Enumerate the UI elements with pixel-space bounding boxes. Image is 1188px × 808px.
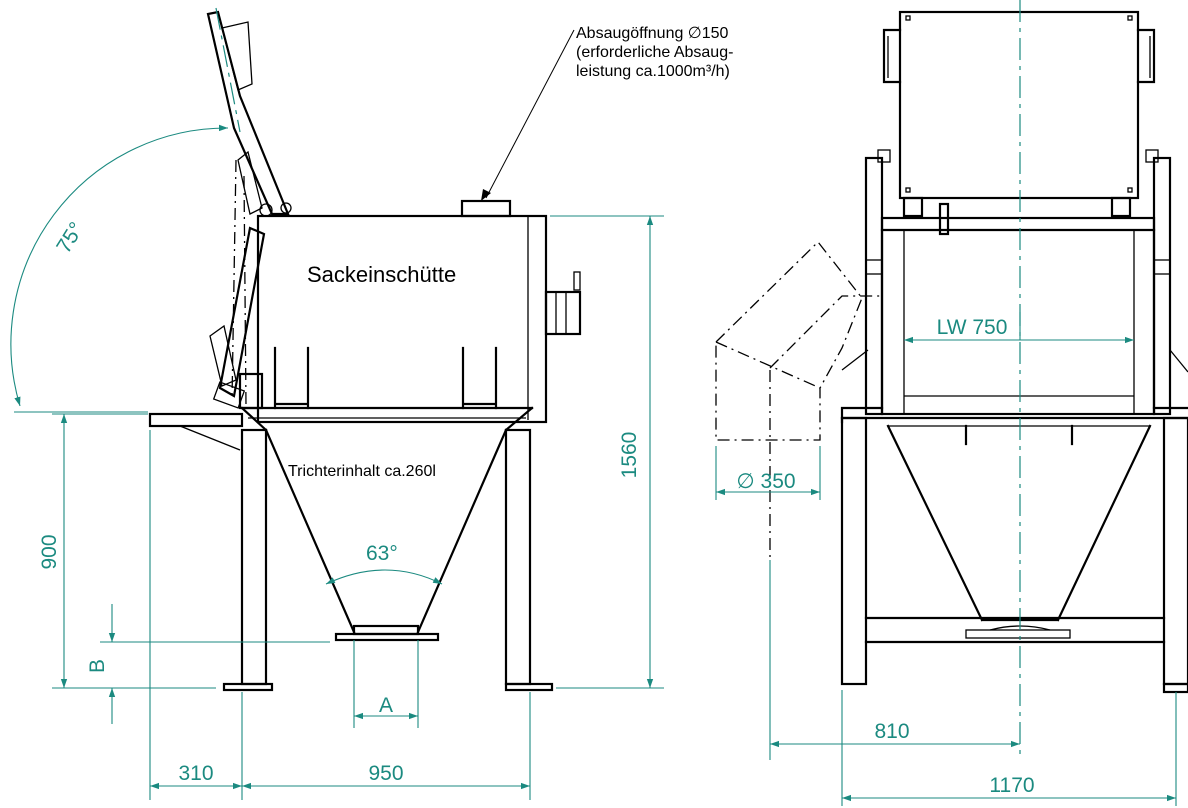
hopper-box bbox=[256, 214, 548, 424]
front-lid bbox=[898, 10, 1140, 200]
dim-pipe-diameter: ∅ 350 bbox=[736, 470, 795, 493]
front-leg-right bbox=[1162, 416, 1188, 686]
dim-inner-width: LW 750 bbox=[937, 316, 1008, 339]
pipe-branch bbox=[715, 241, 863, 441]
front-leg-left bbox=[840, 416, 868, 686]
dim-table-overhang: 310 bbox=[178, 762, 213, 785]
dim-lid-angle: 75° bbox=[52, 218, 88, 257]
dim-frame-width: 950 bbox=[368, 762, 403, 785]
suction-nozzle bbox=[460, 199, 512, 218]
side-table bbox=[148, 412, 244, 428]
dim-outlet-width: A bbox=[379, 694, 393, 717]
side-flange bbox=[544, 290, 582, 336]
dim-center-offset: 810 bbox=[874, 720, 909, 743]
dim-total-width: 1170 bbox=[989, 774, 1034, 797]
side-labels: Sackeinschütte Trichterinhalt ca.260l Ab… bbox=[288, 25, 733, 480]
dim-outlet-height: B bbox=[86, 659, 109, 673]
funnel bbox=[264, 428, 508, 634]
dim-table-height: 900 bbox=[38, 534, 61, 569]
label-suction-3: leistung ca.1000m³/h) bbox=[576, 63, 730, 80]
label-funnel-volume: Trichterinhalt ca.260l bbox=[288, 463, 436, 480]
dim-total-height: 1560 bbox=[618, 432, 641, 479]
leg-left bbox=[240, 428, 268, 686]
dim-funnel-angle: 63° bbox=[366, 542, 398, 565]
front-funnel bbox=[886, 424, 1152, 622]
side-view bbox=[148, 7, 582, 692]
front-view bbox=[715, 10, 1188, 694]
lid bbox=[206, 10, 292, 409]
label-hopper-title: Sackeinschütte bbox=[307, 262, 456, 287]
leg-right bbox=[504, 428, 532, 686]
front-dimensions: LW 750 ∅ 350 810 1170 bbox=[715, 312, 1177, 806]
label-suction-2: (erforderliche Absaug- bbox=[576, 44, 733, 61]
front-hopper bbox=[880, 216, 1156, 416]
label-suction-1: Absaugöffnung ∅150 bbox=[576, 25, 729, 42]
